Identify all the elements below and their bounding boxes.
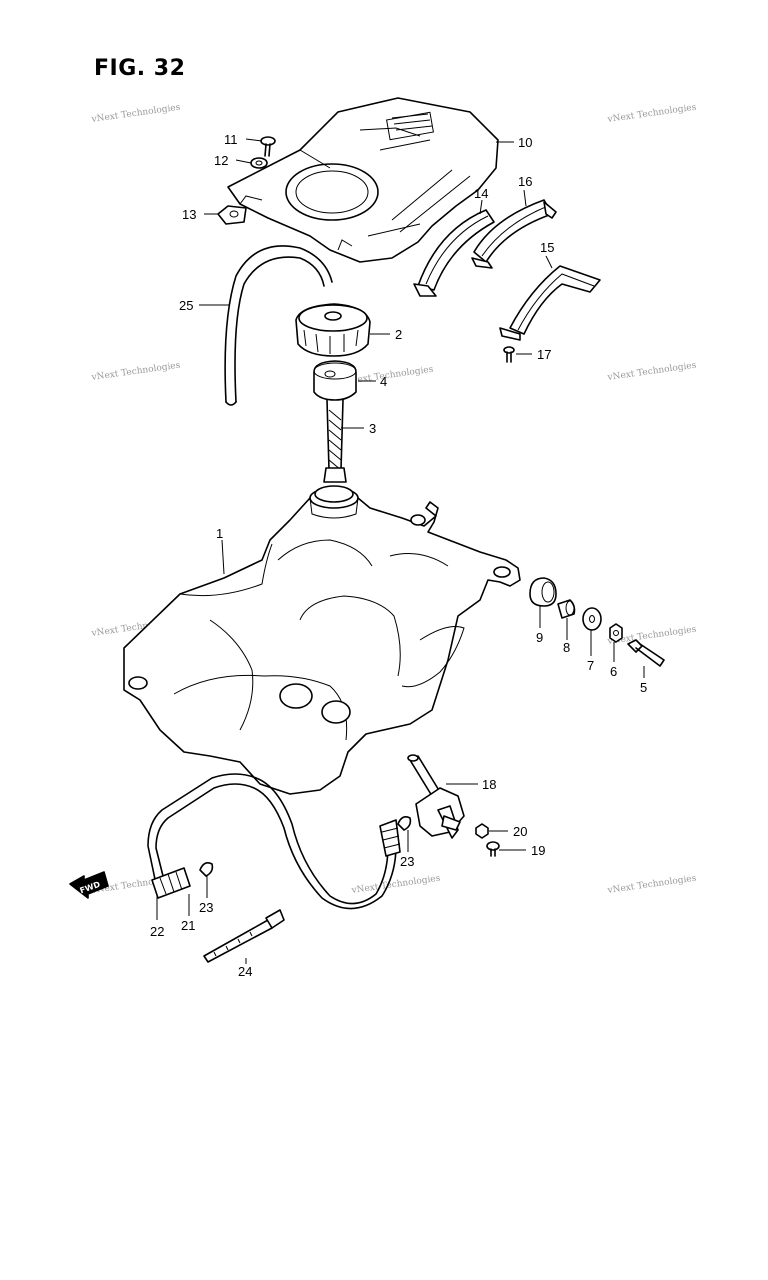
washer — [250, 157, 268, 169]
screw — [260, 136, 276, 157]
callout-19: 19 — [531, 843, 545, 858]
fuel-tank — [123, 485, 521, 795]
callout-14: 14 — [474, 186, 488, 201]
callout-16: 16 — [518, 174, 532, 189]
callout-9: 9 — [536, 630, 543, 645]
callout-1: 1 — [216, 526, 223, 541]
collar — [557, 599, 576, 619]
callout-7: 7 — [587, 658, 594, 673]
callout-11: 11 — [224, 132, 238, 147]
callout-6: 6 — [610, 664, 617, 679]
fuel-cap — [295, 303, 371, 357]
fuel-hose — [147, 773, 397, 910]
breather-hose — [224, 245, 333, 406]
watermark: vNext Technologies — [90, 103, 181, 126]
clip-nut — [217, 205, 247, 225]
grommet — [529, 577, 557, 607]
callout-13: 13 — [182, 207, 196, 222]
watermark: vNext Technologies — [90, 361, 181, 384]
callout-21: 21 — [181, 918, 195, 933]
leader-lines — [156, 138, 645, 964]
figure-title: FIG. 32 — [94, 56, 186, 81]
callout-20: 20 — [513, 824, 527, 839]
strap-band-14 — [413, 209, 495, 297]
callout-2: 2 — [395, 327, 402, 342]
watermark: vNext Technologies — [350, 874, 441, 897]
callout-24: 24 — [238, 964, 252, 979]
washer-7 — [582, 607, 602, 631]
watermark: vNext Technologies — [606, 874, 697, 897]
callout-12: 12 — [214, 153, 228, 168]
callout-15: 15 — [540, 240, 554, 255]
callout-18: 18 — [482, 777, 496, 792]
callout-23a: 23 — [199, 900, 213, 915]
watermark: vNext Technologies — [606, 361, 697, 384]
nut-6 — [609, 623, 623, 643]
callout-3: 3 — [369, 421, 376, 436]
watermark: vNext Technologies — [606, 103, 697, 126]
callout-25: 25 — [179, 298, 193, 313]
bolt-5 — [627, 639, 665, 667]
callout-22: 22 — [150, 924, 164, 939]
callout-23b: 23 — [400, 854, 414, 869]
hose-clamp-23b — [397, 816, 412, 831]
screw-19 — [486, 841, 500, 857]
callout-5: 5 — [640, 680, 647, 695]
cable-tie — [203, 909, 285, 963]
cap-gasket — [313, 360, 357, 401]
fuel-valve — [407, 754, 465, 839]
tank-cover — [227, 97, 499, 263]
fuel-strainer — [323, 399, 347, 483]
bolt-17 — [503, 346, 515, 363]
callout-labels: 1 2 3 4 5 6 7 8 9 10 11 12 13 14 15 16 1… — [150, 132, 647, 979]
strap-band-16 — [471, 199, 557, 269]
callout-10: 10 — [518, 135, 532, 150]
callout-4: 4 — [380, 374, 387, 389]
fwd-arrow: FWD — [69, 871, 109, 899]
nut-20 — [475, 823, 489, 839]
hose-end-21 — [151, 819, 401, 899]
hose-clamp-23a — [199, 862, 214, 877]
callout-17: 17 — [537, 347, 551, 362]
callout-8: 8 — [563, 640, 570, 655]
strap-band-15 — [499, 265, 601, 341]
